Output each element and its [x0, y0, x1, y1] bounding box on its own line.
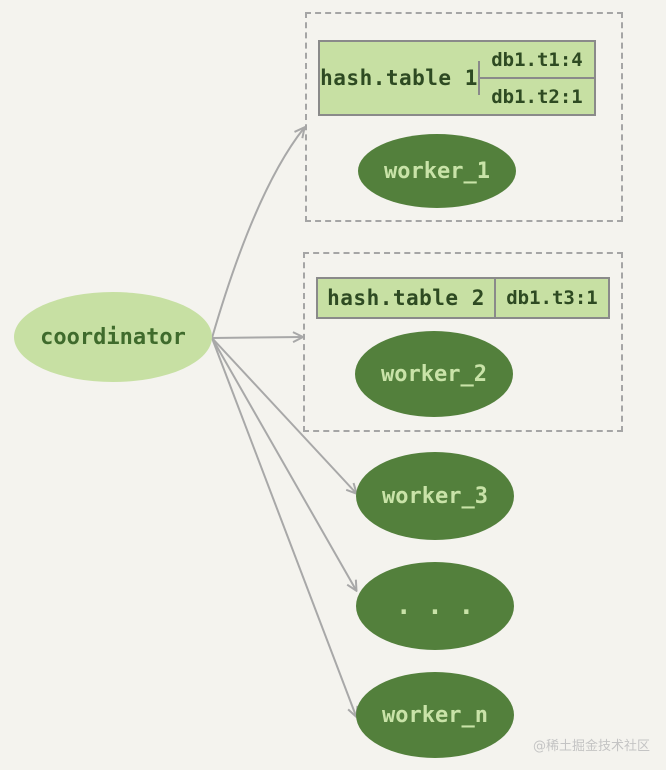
- hash-table-1-entry: db1.t2:1: [480, 77, 594, 114]
- worker-2-group-box: [303, 252, 623, 432]
- hash-table-1-name: hash.table 1: [320, 61, 480, 95]
- arrow-to-group-1: [211, 128, 304, 339]
- worker-n-node: worker_n: [356, 672, 514, 758]
- arrow-to-worker-3: [211, 337, 356, 493]
- arrow-to-worker-ellipsis: [211, 337, 356, 590]
- worker-1-group-box: [305, 12, 623, 222]
- hash-table-2-entry: db1.t3:1: [506, 287, 598, 309]
- hash-table-2: hash.table 2 db1.t3:1: [316, 277, 610, 319]
- worker-ellipsis-node: . . .: [356, 562, 514, 650]
- hash-table-2-name: hash.table 2: [318, 279, 496, 317]
- hash-table-1: hash.table 1 db1.t1:4 db1.t2:1: [318, 40, 596, 116]
- coordinator-node: coordinator: [14, 292, 212, 382]
- hash-table-2-entries: db1.t3:1: [496, 279, 608, 317]
- worker-3-node: worker_3: [356, 452, 514, 540]
- arrow-to-worker-n: [211, 337, 356, 716]
- hash-table-1-entry: db1.t1:4: [491, 48, 583, 71]
- hash-table-1-entries: db1.t1:4 db1.t2:1: [480, 42, 594, 114]
- arrow-to-group-2: [211, 337, 302, 338]
- watermark-text: @稀土掘金技术社区: [532, 739, 650, 754]
- worker-2-node: worker_2: [355, 331, 513, 417]
- worker-1-node: worker_1: [358, 134, 516, 208]
